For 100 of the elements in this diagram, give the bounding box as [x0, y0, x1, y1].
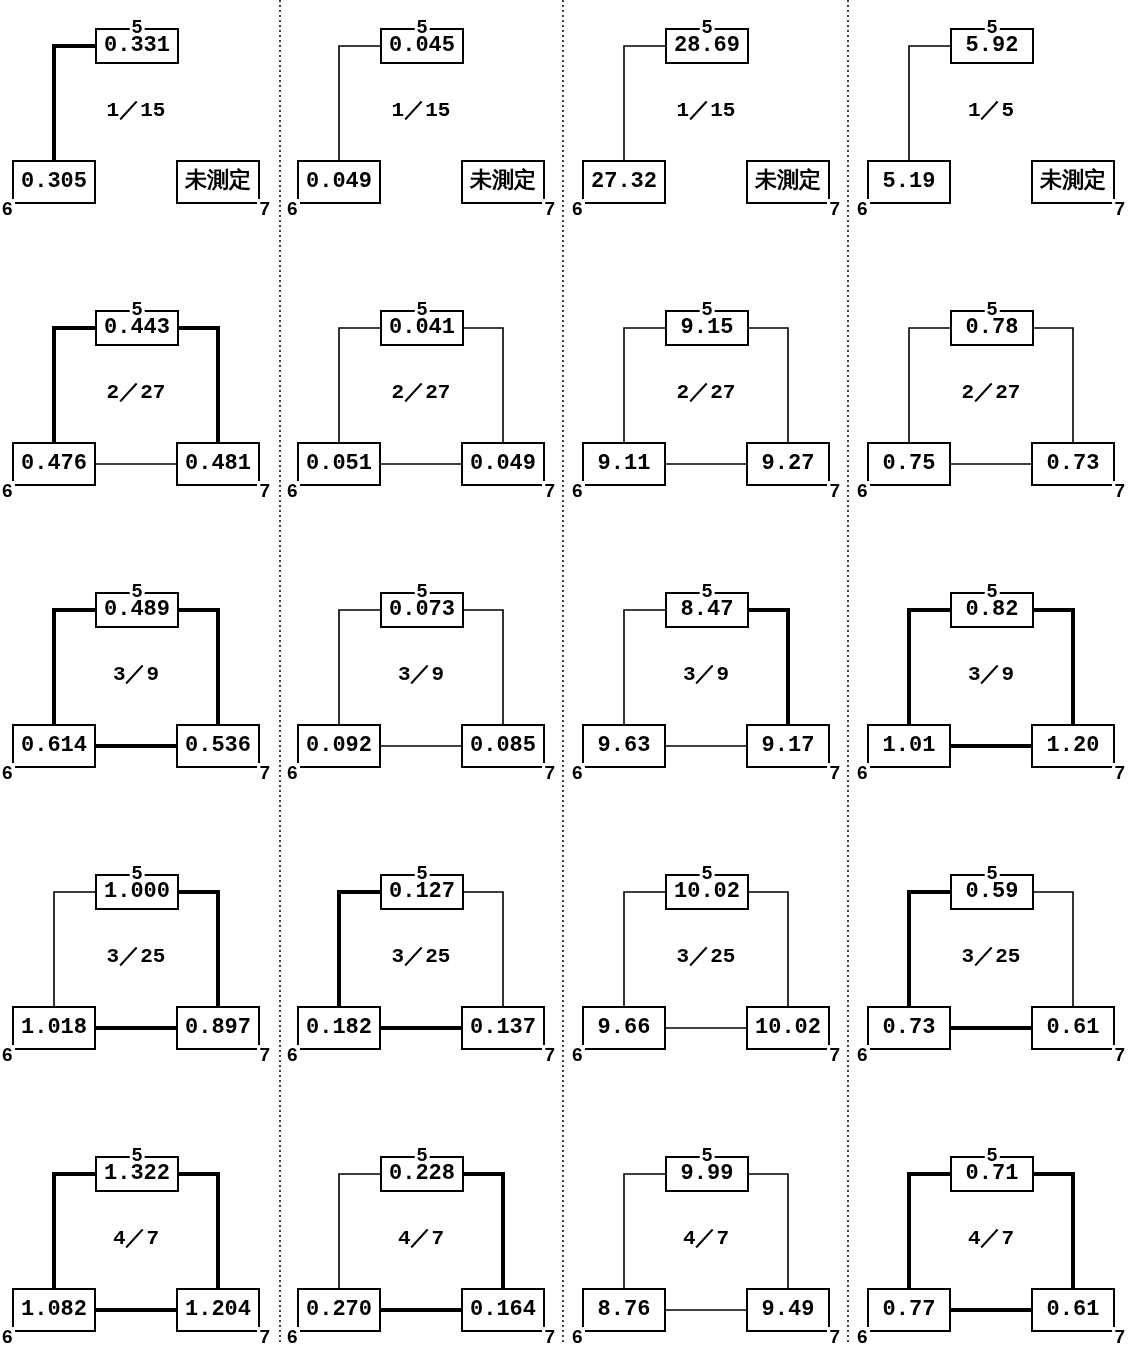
value-text: 0.331 — [104, 35, 170, 57]
connector-line — [1034, 1172, 1075, 1288]
value-text: 0.71 — [965, 1163, 1019, 1185]
connector-line — [951, 1308, 1031, 1312]
value-text: 0.073 — [389, 599, 455, 621]
terminal-number: 6 — [285, 199, 300, 218]
terminal-number: 5 — [699, 1145, 715, 1164]
connector-line — [96, 744, 176, 748]
connector-line — [381, 1026, 461, 1030]
value-text: 10.02 — [755, 1017, 821, 1039]
connector-line — [623, 1173, 666, 1289]
ratio-label: 4／7 — [967, 1228, 1015, 1249]
value-text: 9.17 — [761, 735, 815, 757]
value-text: 0.614 — [21, 735, 87, 757]
connector-line — [623, 45, 666, 161]
value-text: 0.78 — [965, 317, 1019, 339]
terminal-number: 7 — [257, 1327, 272, 1345]
terminal-number: 6 — [570, 1327, 585, 1345]
connector-line — [951, 1026, 1031, 1030]
value-text: 0.61 — [1046, 1017, 1100, 1039]
terminal-number: 6 — [855, 481, 870, 500]
ratio-label: 2／27 — [106, 382, 166, 403]
terminal-number: 7 — [257, 481, 272, 500]
terminal-number: 6 — [0, 1327, 15, 1345]
terminal-number: 5 — [414, 581, 430, 600]
connector-line — [950, 463, 1032, 465]
connector-line — [749, 608, 790, 724]
terminal-number: 6 — [285, 763, 300, 782]
value-text: 0.051 — [306, 453, 372, 475]
value-text: 27.32 — [591, 171, 657, 193]
terminal-number: 6 — [855, 763, 870, 782]
value-text: 1.322 — [104, 1163, 170, 1185]
terminal-number: 7 — [1112, 481, 1127, 500]
value-text: 1.082 — [21, 1299, 87, 1321]
connector-line — [381, 1308, 461, 1312]
value-text: 0.443 — [104, 317, 170, 339]
value-text: 1.20 — [1046, 735, 1100, 757]
ratio-label: 4／7 — [682, 1228, 730, 1249]
value-text: 9.49 — [761, 1299, 815, 1321]
terminal-number: 5 — [414, 299, 430, 318]
connector-line — [748, 327, 789, 443]
connector-line — [665, 1309, 747, 1311]
ratio-label: 3／9 — [112, 664, 160, 685]
terminal-number: 6 — [0, 481, 15, 500]
connector-line — [338, 1173, 381, 1289]
connector-line — [95, 463, 177, 465]
terminal-number: 7 — [1112, 1327, 1127, 1345]
connector-line — [463, 609, 504, 725]
connector-line — [1033, 327, 1074, 443]
terminal-number: 7 — [542, 763, 557, 782]
value-text: 0.049 — [306, 171, 372, 193]
connector-line — [337, 890, 380, 1006]
connector-line — [665, 745, 747, 747]
value-text: 5.19 — [882, 171, 936, 193]
ratio-label: 3／25 — [676, 946, 736, 967]
connector-line — [179, 1172, 220, 1288]
value-text: 1.204 — [185, 1299, 251, 1321]
terminal-number: 7 — [542, 1327, 557, 1345]
value-text: 0.228 — [389, 1163, 455, 1185]
ratio-label: 1／15 — [676, 100, 736, 121]
ratio-label: 3／9 — [967, 664, 1015, 685]
connector-line — [908, 45, 951, 161]
terminal-number: 5 — [984, 299, 1000, 318]
connector-line — [623, 891, 666, 1007]
terminal-number: 6 — [855, 199, 870, 218]
connector-line — [1034, 608, 1075, 724]
terminal-number: 5 — [984, 581, 1000, 600]
value-text: 0.305 — [21, 171, 87, 193]
terminal-number: 5 — [414, 17, 430, 36]
terminal-number: 7 — [1112, 763, 1127, 782]
terminal-number: 5 — [414, 863, 430, 882]
value-text: 9.15 — [680, 317, 734, 339]
terminal-number: 7 — [257, 763, 272, 782]
value-text: 28.69 — [674, 35, 740, 57]
terminal-number: 5 — [699, 17, 715, 36]
terminal-number: 5 — [984, 1145, 1000, 1164]
connector-line — [464, 1172, 505, 1288]
connector-line — [179, 608, 220, 724]
terminal-number: 6 — [0, 763, 15, 782]
ratio-label: 2／27 — [961, 382, 1021, 403]
connector-line — [463, 891, 504, 1007]
terminal-number: 6 — [570, 763, 585, 782]
terminal-number: 7 — [827, 1327, 842, 1345]
connector-line — [748, 1173, 789, 1289]
connector-line — [380, 463, 462, 465]
connector-line — [338, 609, 381, 725]
connector-line — [179, 326, 220, 442]
value-text: 0.164 — [470, 1299, 536, 1321]
terminal-number: 5 — [699, 299, 715, 318]
value-text: 0.476 — [21, 453, 87, 475]
value-text: 8.47 — [680, 599, 734, 621]
connector-line — [338, 45, 381, 161]
value-text: 0.092 — [306, 735, 372, 757]
connector-line — [1033, 891, 1074, 1007]
connector-line — [96, 1026, 176, 1030]
terminal-number: 7 — [827, 1045, 842, 1064]
terminal-number: 5 — [984, 17, 1000, 36]
ratio-label: 3／25 — [391, 946, 451, 967]
terminal-number: 6 — [285, 1045, 300, 1064]
connector-line — [907, 608, 950, 724]
